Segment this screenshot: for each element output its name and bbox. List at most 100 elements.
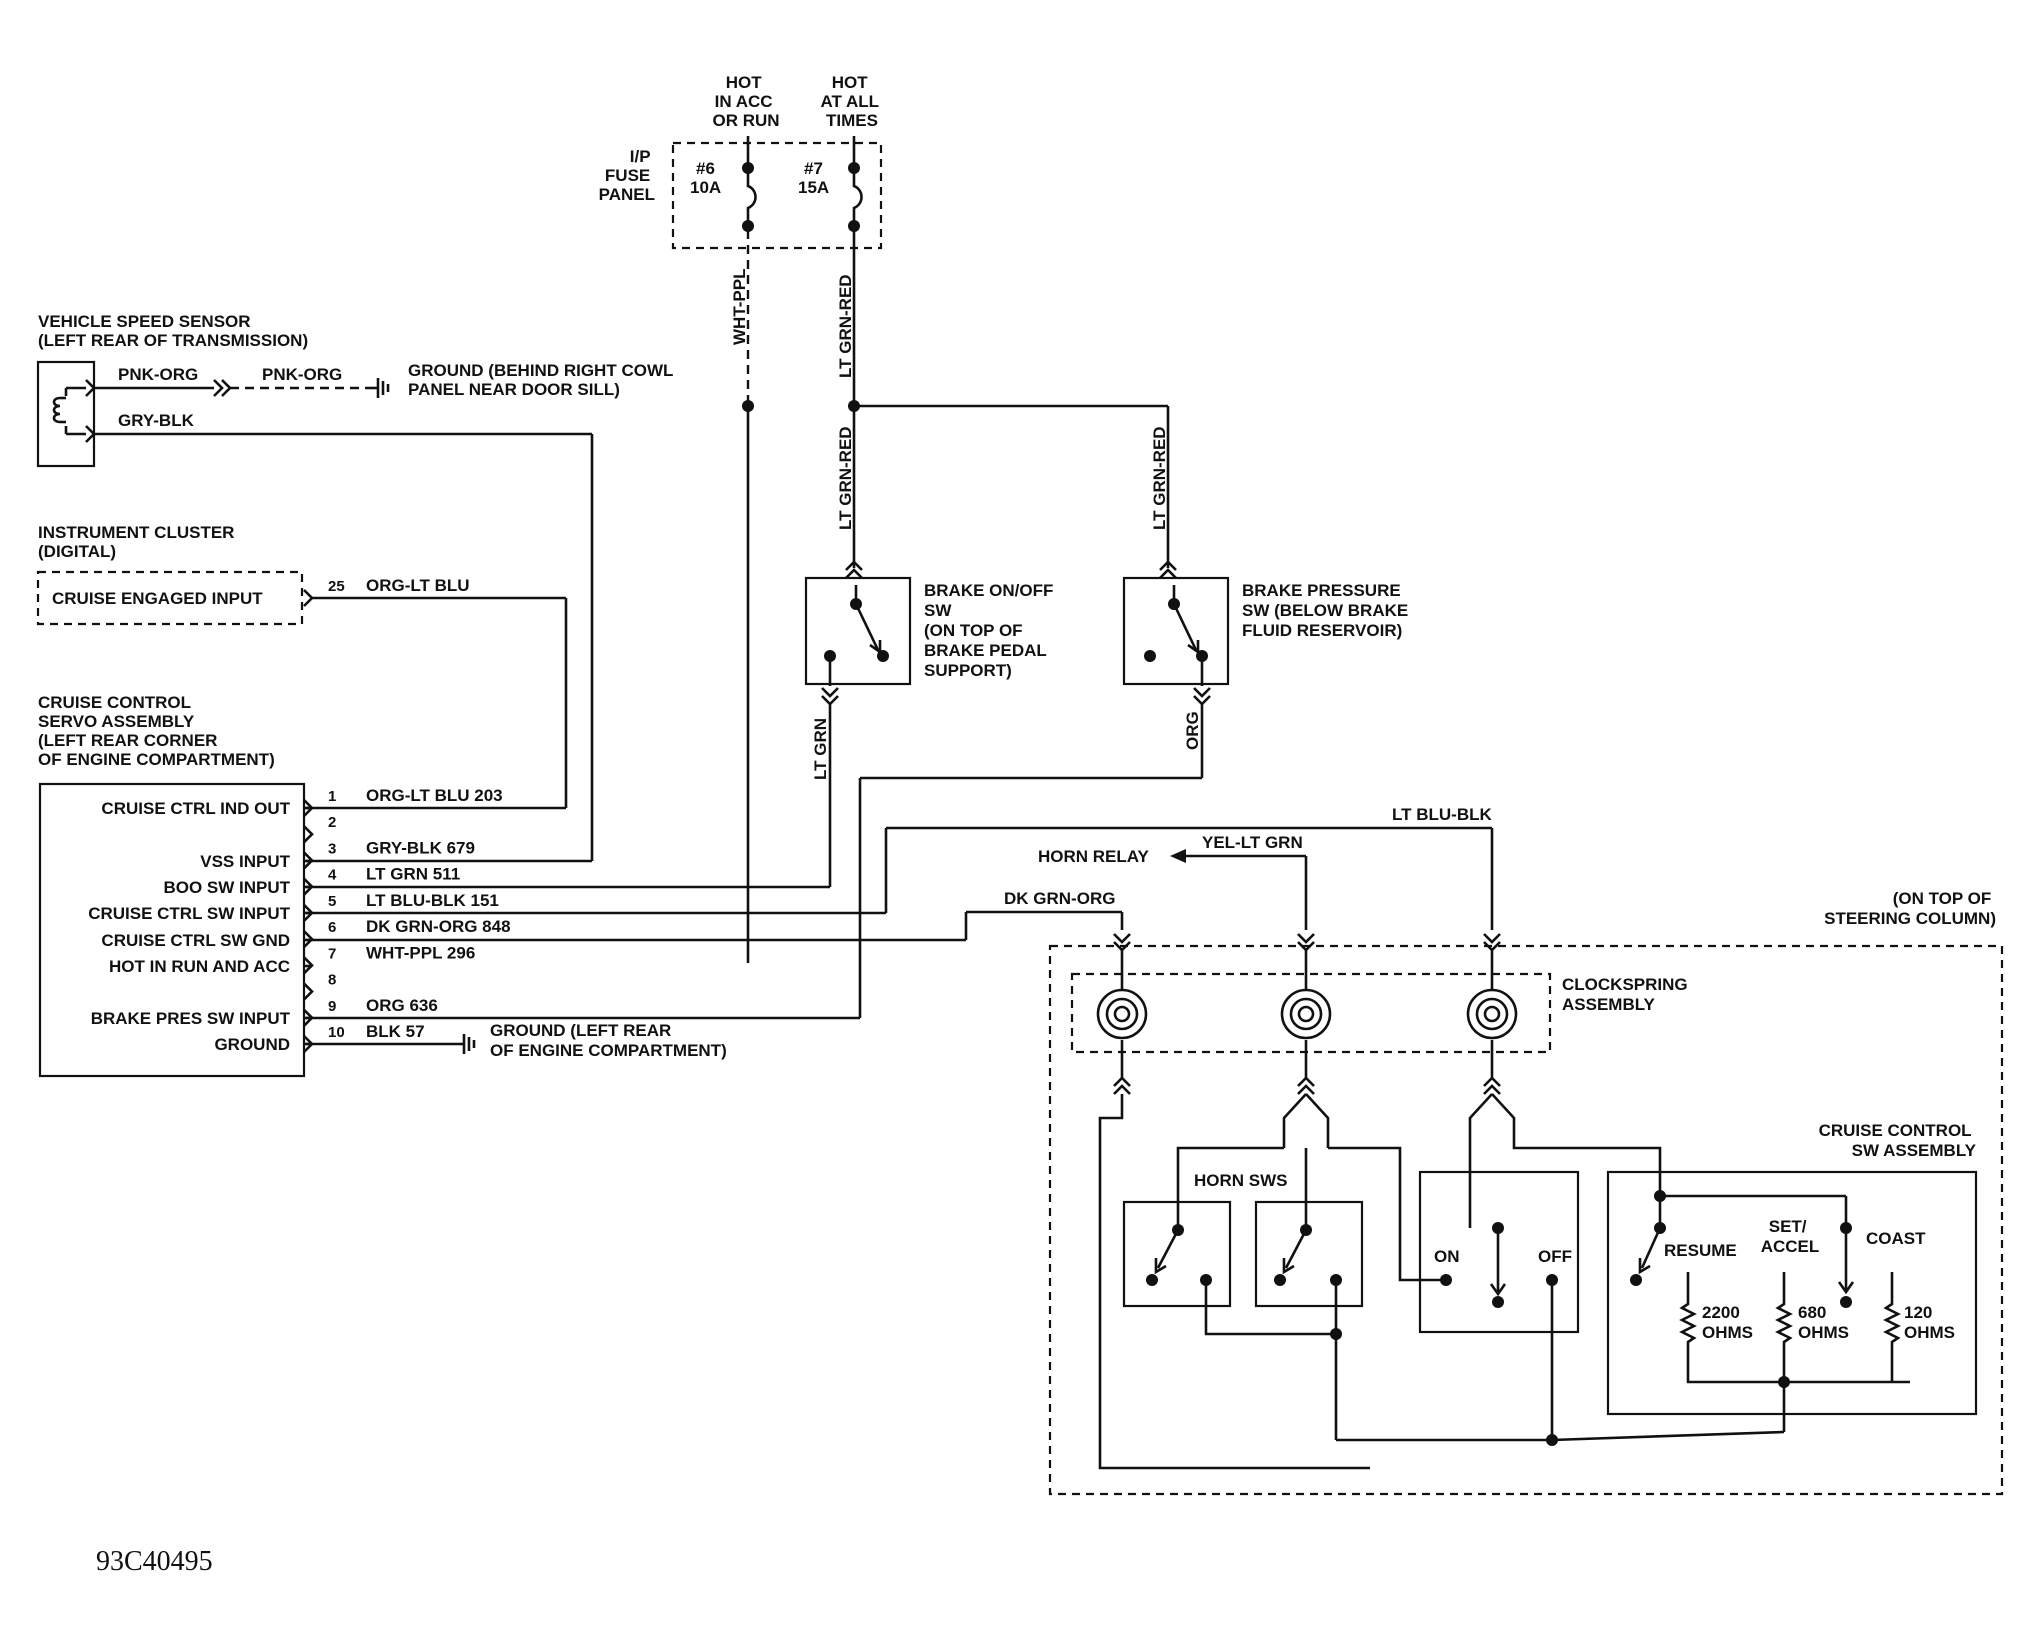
vss-wire-label-1: PNK-ORG	[118, 365, 198, 384]
cluster-box	[36, 570, 304, 626]
svg-text:SET/ ACCEL: SET/ ACCEL	[1761, 1217, 1820, 1256]
diagram-code: 93C40495	[96, 1546, 213, 1577]
r2200-label-1: 2200	[1702, 1303, 1740, 1322]
resistor-120-icon	[1883, 1272, 1901, 1382]
horn-relay-arrow-icon	[1170, 849, 1186, 863]
fuse-panel-outline	[671, 141, 883, 250]
fuse7-rating: 15A	[798, 178, 829, 197]
horn-sws-label: HORN SWS	[1194, 1171, 1288, 1190]
svg-text:2200 OHMS: 2200 OHMS	[1702, 1303, 1753, 1342]
wire-label-dk-grn-org: DK GRN-ORG	[1004, 889, 1115, 908]
servo-pin-label: BRAKE PRES SW INPUT	[91, 1009, 291, 1028]
svg-text:CRUISE CONTROL SERVO ASSEM: CRUISE CONTROL SERVO ASSEMBLY (LEFT REAR…	[38, 693, 275, 769]
servo-pin-label: CRUISE CTRL SW GND	[101, 931, 290, 950]
servo-pin-label: CRUISE CTRL SW INPUT	[88, 904, 290, 923]
servo-title-2: SERVO ASSEMBLY	[38, 712, 195, 731]
brake-pressure-switch-box	[1122, 576, 1230, 686]
clockspring-coil-icon	[1096, 988, 1148, 1040]
vss-title-2: (LEFT REAR OF TRANSMISSION)	[38, 331, 308, 350]
servo-box	[38, 782, 306, 1078]
servo-wire-label: LT GRN 511	[366, 865, 460, 884]
servo-pin-label: HOT IN RUN AND ACC	[109, 957, 290, 976]
fuse-panel-label-3: PANEL	[599, 185, 655, 204]
brake-pressure-label-2: SW (BELOW BRAKE	[1242, 601, 1408, 620]
wire-label-wht-ppl: WHT-PPL	[730, 269, 749, 346]
fuse-6	[746, 166, 757, 230]
servo-wire-label: LT BLU-BLK 151	[366, 891, 499, 910]
vss-coil-icon	[52, 396, 61, 424]
set-accel-label-1: SET/	[1769, 1217, 1807, 1236]
fuse-panel-label-1: I/P	[630, 147, 650, 166]
hot-all-times-label-2: AT ALL	[821, 92, 879, 111]
fuse6-rating: 10A	[690, 178, 721, 197]
cluster-input-label: CRUISE ENGAGED INPUT	[52, 589, 263, 608]
svg-text:I/P FUSE PANEL: I/P FUSE PANEL	[599, 147, 655, 204]
brake-pressure-label-3: FLUID RESERVOIR)	[1242, 621, 1402, 640]
cluster-wire-label: ORG-LT BLU	[366, 576, 470, 595]
servo-title-4: OF ENGINE COMPARTMENT)	[38, 750, 275, 769]
svg-text:GROUND (BEHIND RIGHT COWL: GROUND (BEHIND RIGHT COWL PANEL NEAR DOO…	[408, 361, 678, 399]
servo-pin-number: 1	[328, 788, 336, 805]
vss-ground-icon	[370, 378, 390, 398]
brake-on-off-label-2: SW	[924, 601, 952, 620]
servo-title-3: (LEFT REAR CORNER	[38, 731, 217, 750]
steering-column-label-1: (ON TOP OF	[1893, 889, 1992, 908]
clockspring-coil-icon	[1466, 988, 1518, 1040]
cluster-title-1: INSTRUMENT CLUSTER	[38, 523, 234, 542]
clockspring-label-1: CLOCKSPRING	[1562, 975, 1688, 994]
cruise-on-off-switch-box	[1418, 1170, 1580, 1334]
set-accel-label-2: ACCEL	[1761, 1237, 1820, 1256]
cruise-sw-title-2: SW ASSEMBLY	[1852, 1141, 1977, 1160]
resistor-2200-icon	[1679, 1272, 1910, 1384]
servo-pin-label: VSS INPUT	[200, 852, 290, 871]
servo-wire-label: WHT-PPL 296	[366, 943, 475, 962]
hot-acc-run-label-3: OR RUN	[712, 111, 779, 130]
off-label: OFF	[1538, 1247, 1572, 1266]
servo-pin-label: BOO SW INPUT	[163, 878, 290, 897]
svg-text:680 OHMS: 680 OHMS	[1798, 1303, 1849, 1342]
steering-column-assembly: (ON TOP OF STEERING COLUMN) CLOCKSPRING …	[1048, 889, 2004, 1496]
brake-on-off-switch: BRAKE ON/OFF SW (ON TOP OF BRAKE PEDAL S…	[804, 576, 1058, 706]
servo-pin-number: 5	[328, 893, 336, 910]
hot-acc-run-label-1: HOT	[726, 73, 763, 92]
r680-label-2: OHMS	[1798, 1323, 1849, 1342]
svg-text:CLOCKSPRING ASSEMBLY: CLOCKSPRING ASSEMBLY	[1562, 975, 1692, 1014]
hot-acc-run-label-2: IN ACC	[715, 92, 773, 111]
horn-switch-2-box	[1254, 1200, 1364, 1308]
servo-ground-icon	[458, 1034, 476, 1054]
resume-label: RESUME	[1664, 1241, 1737, 1260]
wire-label-lt-blu-blk: LT BLU-BLK	[1392, 805, 1492, 824]
brake-on-off-label-5: SUPPORT)	[924, 661, 1012, 680]
hot-all-times-label-1: HOT	[832, 73, 869, 92]
servo-pin-label: CRUISE CTRL IND OUT	[101, 799, 290, 818]
clockspring-outline	[1070, 972, 1552, 1054]
brake-pressure-label-1: BRAKE PRESSURE	[1242, 581, 1401, 600]
svg-text:BRAKE ON/OFF SW (ON TO: BRAKE ON/OFF SW (ON TOP OF BRAKE PEDAL S…	[924, 581, 1058, 680]
cruise-sw-title-1: CRUISE CONTROL	[1819, 1121, 1972, 1140]
brake-switch-wires: LT GRN ORG	[306, 704, 1204, 1020]
servo-pin-number: 7	[328, 945, 336, 962]
r2200-label-2: OHMS	[1702, 1323, 1753, 1342]
svg-text:HOT IN ACC OR RUN: HOT IN ACC OR RUN	[712, 73, 779, 130]
servo-wire-label: GRY-BLK 679	[366, 838, 475, 857]
instrument-cluster: INSTRUMENT CLUSTER (DIGITAL) CRUISE ENGA…	[36, 523, 568, 810]
r120-label-1: 120	[1904, 1303, 1932, 1322]
fuse-panel: I/P FUSE PANEL HOT IN ACC OR RUN HOT AT …	[599, 73, 884, 250]
servo-ground-label-1: GROUND (LEFT REAR	[490, 1021, 671, 1040]
servo-right-wires: LT BLU-BLK DK GRN-ORG HORN RELAY YEL-LT …	[306, 805, 1494, 942]
servo-title-1: CRUISE CONTROL	[38, 693, 191, 712]
servo-wire-label: ORG-LT BLU 203	[366, 786, 503, 805]
cruise-control-sw-assembly-box	[1606, 1170, 1978, 1416]
svg-text:(ON TOP OF STEERING COLUMN: (ON TOP OF STEERING COLUMN)	[1824, 889, 1996, 928]
cluster-title-2: (DIGITAL)	[38, 542, 116, 561]
svg-text:#7 15A: #7 15A	[798, 159, 829, 197]
brake-on-off-switch-box	[804, 576, 912, 686]
brake-on-off-label-3: (ON TOP OF	[924, 621, 1023, 640]
wire-label-lt-grn-red-top: LT GRN-RED	[836, 274, 855, 378]
servo-wire-label: DK GRN-ORG 848	[366, 917, 511, 936]
vss-ground-label-2: PANEL NEAR DOOR SILL)	[408, 380, 620, 399]
vss-ground-label-1: GROUND (BEHIND RIGHT COWL	[408, 361, 673, 380]
clockspring-label-2: ASSEMBLY	[1562, 995, 1656, 1014]
svg-text:HOT AT ALL TIMES: HOT AT ALL TIMES	[821, 73, 884, 130]
